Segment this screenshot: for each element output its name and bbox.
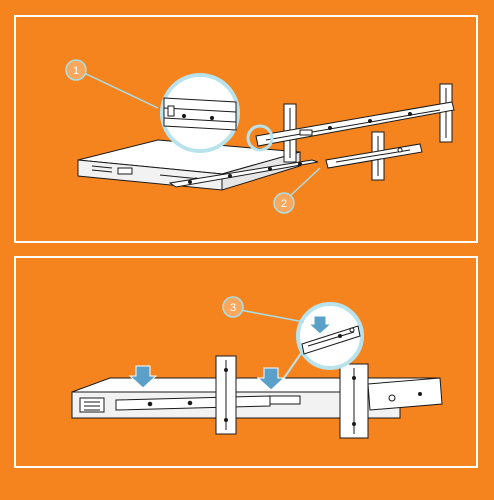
push-arrow-left — [128, 365, 158, 389]
magnifier-rail-detail — [160, 73, 240, 153]
rack-post-front — [215, 355, 237, 435]
inner-rail — [168, 159, 319, 188]
rack-outer-rail — [367, 377, 443, 411]
step-panel-insert-server — [14, 256, 478, 468]
rack-post-rear — [339, 363, 369, 439]
callout-2: 2 — [273, 167, 321, 214]
latch-arrow-icon — [307, 315, 333, 335]
callout-1: 1 — [65, 59, 159, 109]
outer-rail-lower — [325, 143, 423, 169]
callout-2-number: 2 — [281, 198, 287, 210]
push-arrow-right — [256, 367, 286, 391]
magnifier-leader — [283, 351, 303, 379]
step-panel-attach-inner-rails — [14, 15, 478, 243]
callout-1-number: 1 — [73, 65, 79, 77]
magnifier-rail-joint — [246, 124, 274, 152]
magnifier-latch-detail — [296, 302, 364, 370]
callout-3-number: 3 — [230, 302, 236, 314]
rack-post-rear-right — [439, 83, 453, 143]
outer-rail-upper — [255, 101, 455, 147]
callout-3: 3 — [222, 296, 305, 323]
